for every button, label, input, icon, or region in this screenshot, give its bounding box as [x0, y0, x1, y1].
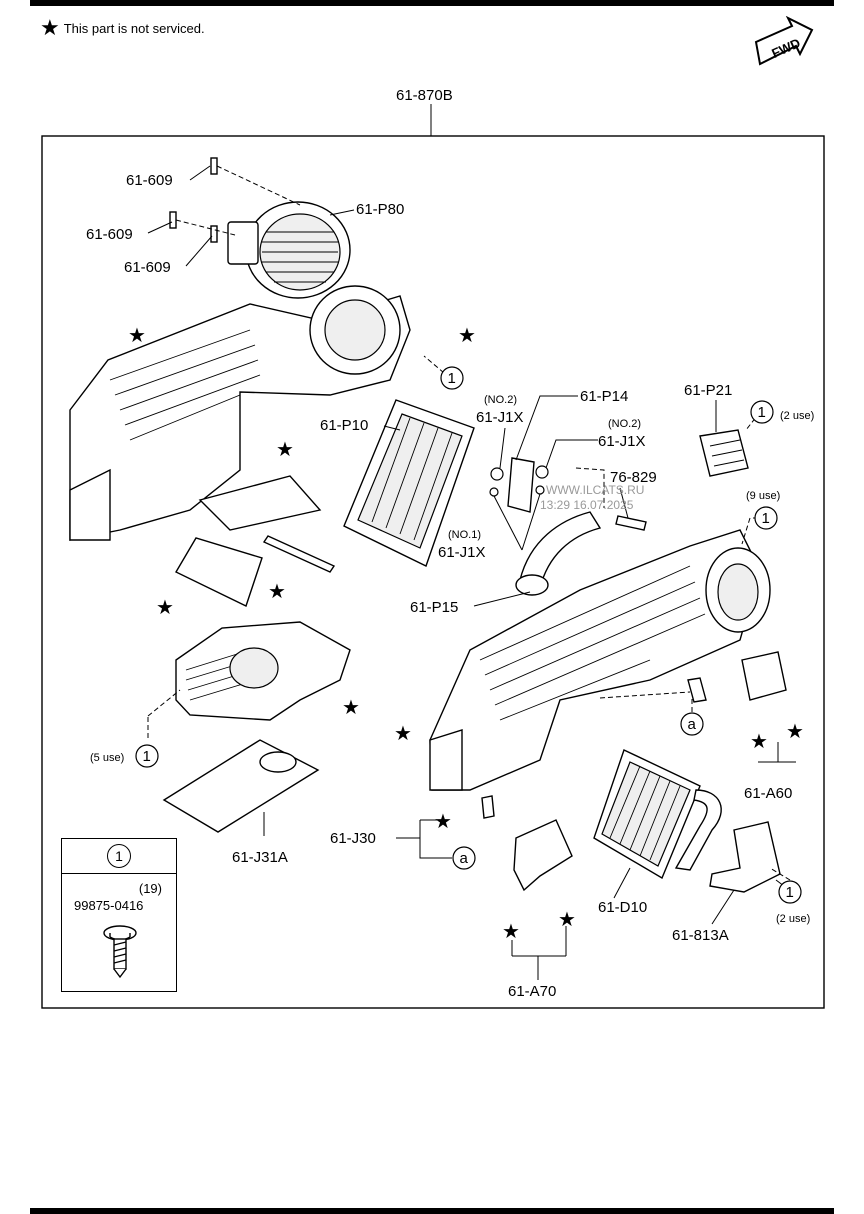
label-blower: 61-P80 — [356, 201, 404, 218]
label-p21: 61-P21 — [684, 382, 732, 399]
label-j1x: 61-J1X — [598, 433, 646, 450]
label-j1x: 61-J1X — [438, 544, 486, 561]
label-a60: 61-A60 — [744, 785, 792, 802]
air-mix-actuator-part — [741, 651, 787, 701]
label-j31a: 61-J31A — [232, 849, 288, 866]
note-text: This part is not serviced. — [63, 20, 205, 36]
cover-plate-part — [198, 475, 322, 531]
label-screw: 61-609 — [126, 172, 173, 189]
heater-case-part — [429, 529, 771, 791]
blower-motor-part — [227, 201, 351, 299]
upper-case-part — [69, 285, 411, 541]
label-screw: 61-609 — [124, 259, 171, 276]
ref-circle-a — [680, 712, 704, 736]
ref-circle-text: 1 — [143, 748, 151, 765]
ref-circle-a — [452, 846, 476, 870]
label-j1x: 61-J1X — [476, 409, 524, 426]
watermark-line1: WWW.ILCATS.RU — [546, 483, 644, 497]
oring-part — [535, 485, 545, 495]
shaft-part — [262, 535, 336, 573]
label-use: (2 use) — [776, 913, 810, 925]
star-icon: ★ — [128, 325, 146, 347]
label-p829: 76-829 — [610, 469, 657, 486]
legend-box: 1 (19) 99875-0416 — [61, 838, 177, 992]
oring-part — [490, 467, 504, 481]
star-icon: ★ — [268, 581, 286, 603]
oring-part — [489, 487, 499, 497]
gasket-plate-part — [162, 739, 320, 833]
ref-circle-1 — [750, 400, 774, 424]
door-plate-part — [175, 537, 263, 607]
ref-circle-text: 1 — [448, 370, 456, 387]
label-p14: 61-P14 — [580, 388, 628, 405]
label-j30: 61-J30 — [330, 830, 376, 847]
label-assembly: 61-870B — [396, 87, 453, 104]
expansion-valve-part — [507, 457, 535, 513]
bracket-part — [709, 821, 781, 893]
label-a70: 61-A70 — [508, 983, 556, 1000]
star-icon: ★ — [750, 731, 768, 753]
star-icon: ★ — [394, 723, 412, 745]
sensor-part — [615, 515, 647, 531]
label-813a: 61-813A — [672, 927, 729, 944]
legend-part-number: 99875-0416 — [74, 898, 144, 913]
bottom-rule — [30, 1208, 834, 1214]
star-icon: ★ — [434, 811, 452, 833]
ref-circle-text: a — [688, 716, 697, 733]
heater-core-part — [593, 749, 722, 880]
fwd-arrow-icon: FWD — [754, 16, 814, 66]
pipe-part — [519, 511, 602, 589]
star-icon: ★ — [156, 597, 174, 619]
label-no1: (NO.1) — [448, 529, 481, 541]
legend-quantity: (19) — [138, 881, 162, 896]
cabin-filter-part — [343, 399, 475, 567]
ref-circle-1 — [440, 366, 464, 390]
ref-circle-1 — [135, 744, 159, 768]
grommet-part — [481, 795, 495, 819]
ref-circle-text: 1 — [786, 884, 794, 901]
screw-part — [169, 157, 218, 243]
label-filter: 61-P10 — [320, 417, 368, 434]
blower-case-part — [175, 621, 351, 721]
bolt-icon — [103, 925, 137, 979]
star-icon: ★ — [502, 921, 520, 943]
star-icon: ★ — [558, 909, 576, 931]
ref-circle-text: a — [460, 850, 469, 867]
legend-header: 1 — [62, 839, 176, 874]
star-icon: ★ — [40, 15, 60, 40]
assembly-frame — [41, 135, 825, 1009]
resistor-part — [699, 429, 749, 477]
pin-part — [687, 677, 707, 703]
mode-actuator-part — [513, 819, 573, 892]
oring-part — [535, 465, 549, 479]
label-use: (2 use) — [780, 410, 814, 422]
legend-ref-circle: 1 — [107, 844, 131, 868]
ref-circle-1 — [754, 506, 778, 530]
label-use: (5 use) — [90, 752, 124, 764]
star-icon: ★ — [342, 697, 360, 719]
star-icon: ★ — [458, 325, 476, 347]
label-no2: (NO.2) — [608, 418, 641, 430]
not-serviced-note: ★ This part is not serviced. — [40, 15, 205, 40]
star-icon: ★ — [786, 721, 804, 743]
ref-circle-text: 1 — [762, 510, 770, 527]
top-rule — [30, 0, 834, 6]
label-d10: 61-D10 — [598, 899, 647, 916]
label-p15: 61-P15 — [410, 599, 458, 616]
star-icon: ★ — [276, 439, 294, 461]
label-screw: 61-609 — [86, 226, 133, 243]
watermark-line2: 13:29 16.07.2025 — [540, 498, 634, 512]
ref-circle-1 — [778, 880, 802, 904]
label-use: (9 use) — [746, 490, 780, 502]
ref-circle-text: 1 — [758, 404, 766, 421]
label-no2: (NO.2) — [484, 394, 517, 406]
